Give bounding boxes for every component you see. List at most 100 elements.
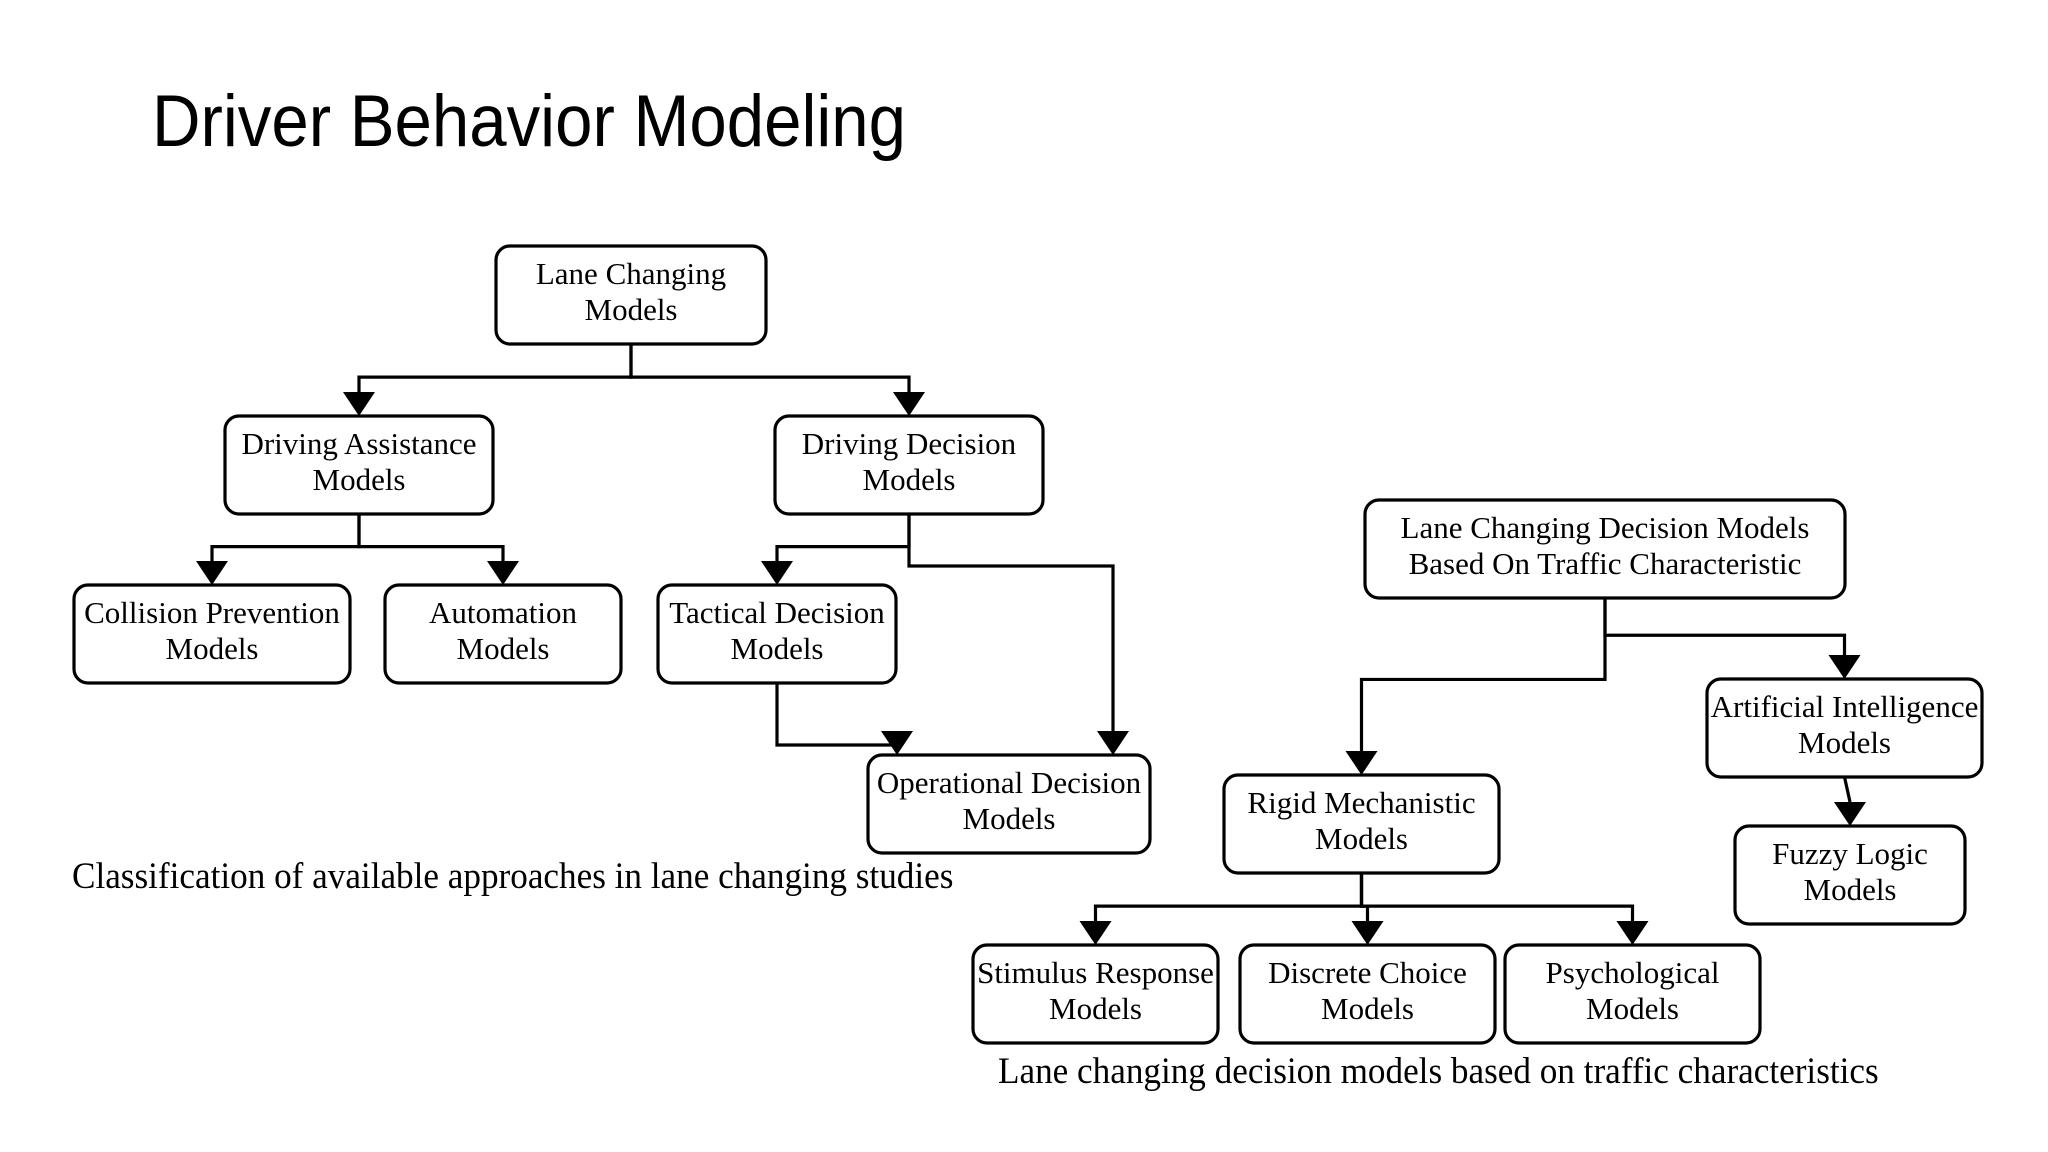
arrow-head-icon [761, 561, 793, 585]
node-label-line: Collision Prevention [84, 595, 340, 630]
node-label-line: Based On Traffic Characteristic [1409, 546, 1802, 581]
connector-lc-decision-models-traffic-to-rigid-mechanistic-models [1359, 598, 1607, 751]
connector-driving-decision-models-to-operational-decision-models [907, 514, 1115, 731]
node-box [1238, 943, 1497, 1045]
node-label-line: Operational Decision [877, 765, 1142, 800]
arrow-head-icon [1351, 921, 1384, 945]
node-label-line: Psychological [1546, 955, 1720, 990]
node-label-line: Models [166, 631, 259, 666]
node-box [866, 753, 1152, 855]
connector-lane-changing-models-to-driving-decision-models [629, 344, 911, 392]
node-box [1363, 498, 1847, 600]
node-label-line: Models [731, 631, 824, 666]
connector-layer [1079, 598, 1866, 945]
connector-driving-assistance-models-to-automation-models [357, 514, 505, 561]
node-box [656, 583, 898, 685]
node-box [383, 583, 623, 685]
arrow-head-icon [1834, 802, 1866, 826]
node-label-line: Lane Changing Decision Models [1401, 510, 1810, 545]
connector-artificial-intelligence-models-to-fuzzy-logic-models [1842, 776, 1852, 803]
node-label-line: Discrete Choice [1268, 955, 1467, 990]
node-box [971, 943, 1220, 1045]
node-label-line: Rigid Mechanistic [1247, 785, 1475, 820]
node-label-line: Driving Assistance [241, 426, 476, 461]
caption-left-diagram: Classification of available approaches i… [72, 856, 954, 897]
node-label-line: Models [585, 292, 678, 327]
node-label-line: Models [1049, 991, 1142, 1026]
node-box [1705, 677, 1984, 779]
node-label-line: Driving Decision [802, 426, 1017, 461]
arrow-head-icon [196, 561, 228, 585]
arrow-head-icon [487, 561, 519, 585]
node-label-line: Lane Changing [536, 256, 726, 291]
node-label-line: Fuzzy Logic [1772, 836, 1928, 871]
arrow-head-icon [893, 392, 925, 416]
node-box [1733, 824, 1967, 926]
arrow-head-icon [1828, 655, 1861, 679]
node-box [223, 414, 495, 516]
connector-rigid-mechanistic-models-to-psychological-models [1359, 873, 1635, 921]
node-box [1222, 773, 1501, 875]
node-label-line: Models [1315, 821, 1408, 856]
node-label-line: Models [457, 631, 550, 666]
arrow-head-icon [1616, 921, 1649, 945]
arrow-head-icon [1079, 921, 1112, 945]
arrow-head-icon [881, 731, 913, 755]
connector-lc-decision-models-traffic-to-artificial-intelligence-models [1603, 598, 1847, 655]
node-label-line: Models [1798, 725, 1891, 760]
node-box [72, 583, 352, 685]
node-label-line: Models [1321, 991, 1414, 1026]
node-label-line: Models [313, 462, 406, 497]
arrow-head-icon [1097, 731, 1129, 755]
node-label-line: Models [863, 462, 956, 497]
node-label-line: Automation [429, 595, 578, 630]
caption-right-diagram: Lane changing decision models based on t… [998, 1051, 1879, 1092]
node-label-line: Artificial Intelligence [1711, 689, 1979, 724]
connector-layer [196, 344, 1129, 755]
node-label-line: Stimulus Response [977, 955, 1214, 990]
page-title: Driver Behavior Modeling [152, 81, 907, 162]
node-label-line: Tactical Decision [669, 595, 885, 630]
node-box [1503, 943, 1762, 1045]
node-label-line: Models [1586, 991, 1679, 1026]
node-box [773, 414, 1045, 516]
node-label-line: Models [963, 801, 1056, 836]
arrow-head-icon [1345, 751, 1378, 775]
node-label-line: Models [1804, 872, 1897, 907]
connector-rigid-mechanistic-models-to-stimulus-response-models [1093, 873, 1364, 921]
node-box [494, 244, 768, 346]
